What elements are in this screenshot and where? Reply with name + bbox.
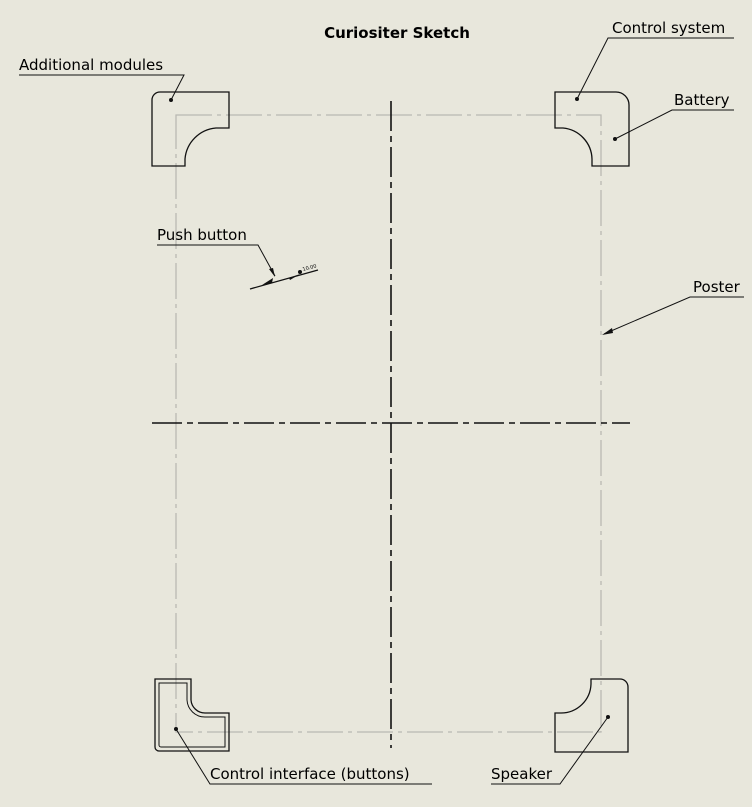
label-poster: Poster xyxy=(693,278,741,296)
push-button-dimension: 10.00 xyxy=(302,263,317,273)
leader-dot-control-interface xyxy=(174,727,178,731)
label-speaker: Speaker xyxy=(491,765,553,783)
label-additional-modules: Additional modules xyxy=(19,56,163,74)
control-interface-bracket-inner xyxy=(158,682,226,748)
leader-push-button xyxy=(157,244,276,277)
label-push-button: Push button xyxy=(157,226,247,244)
label-control-system: Control system xyxy=(612,19,725,37)
additional-modules-bracket xyxy=(151,91,230,167)
leader-arrow-poster xyxy=(602,328,613,335)
leader-speaker xyxy=(491,716,609,785)
sketch-title: Curiositer Sketch xyxy=(324,24,470,42)
control-system-bracket xyxy=(554,91,630,167)
label-control-interface: Control interface (buttons) xyxy=(210,765,410,783)
label-battery: Battery xyxy=(674,91,730,109)
leader-poster xyxy=(603,296,744,335)
leader-control-interface xyxy=(175,728,432,785)
leader-dot-speaker xyxy=(606,715,610,719)
leader-dot-control-system xyxy=(575,97,579,101)
speaker-bracket xyxy=(554,678,629,753)
leader-dot-battery xyxy=(613,137,617,141)
leader-arrow-push-button xyxy=(269,268,275,277)
push-button-mark: 10.00 xyxy=(249,263,319,290)
leader-battery xyxy=(614,109,734,140)
leader-additional-modules xyxy=(19,74,185,101)
control-interface-bracket xyxy=(154,678,230,752)
leader-dot-additional-modules xyxy=(169,98,173,102)
leader-control-system xyxy=(576,37,734,100)
